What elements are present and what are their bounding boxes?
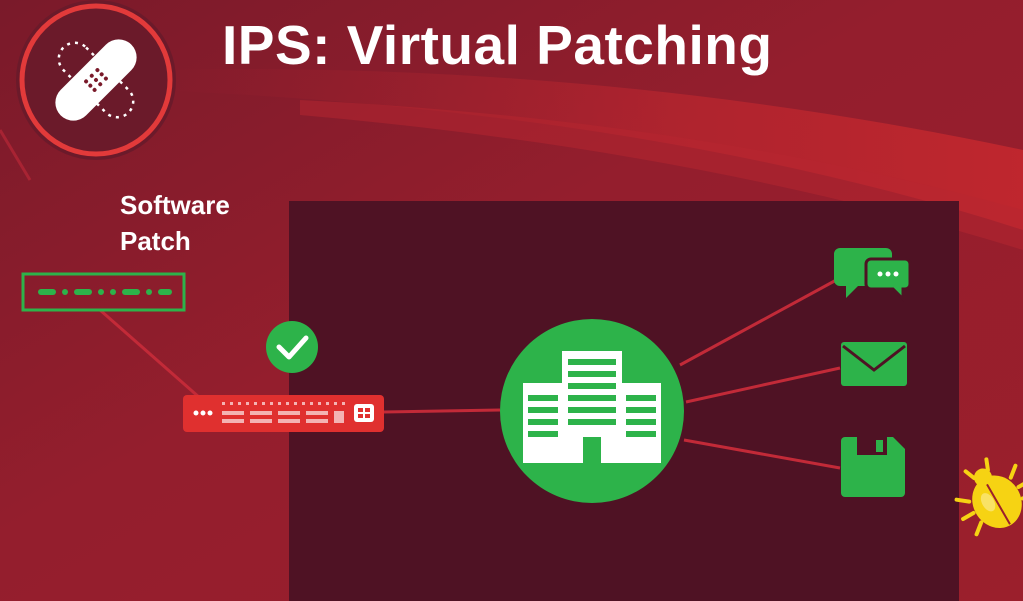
email-envelope-icon: [841, 342, 907, 386]
bandage-icon: [16, 0, 176, 160]
office-building-icon: [500, 319, 684, 503]
floppy-disk-icon: [841, 437, 905, 497]
bug-icon: [954, 457, 1023, 537]
page-title: IPS: Virtual Patching: [222, 14, 773, 76]
software-patch-label: Software Patch: [120, 190, 230, 256]
connector-lines: [0, 129, 841, 470]
chat-bubbles-icon: [834, 248, 912, 303]
firewall-appliance-icon: [183, 395, 384, 432]
software-patch-bar: [21, 272, 186, 312]
checkmark-icon: [266, 321, 318, 373]
